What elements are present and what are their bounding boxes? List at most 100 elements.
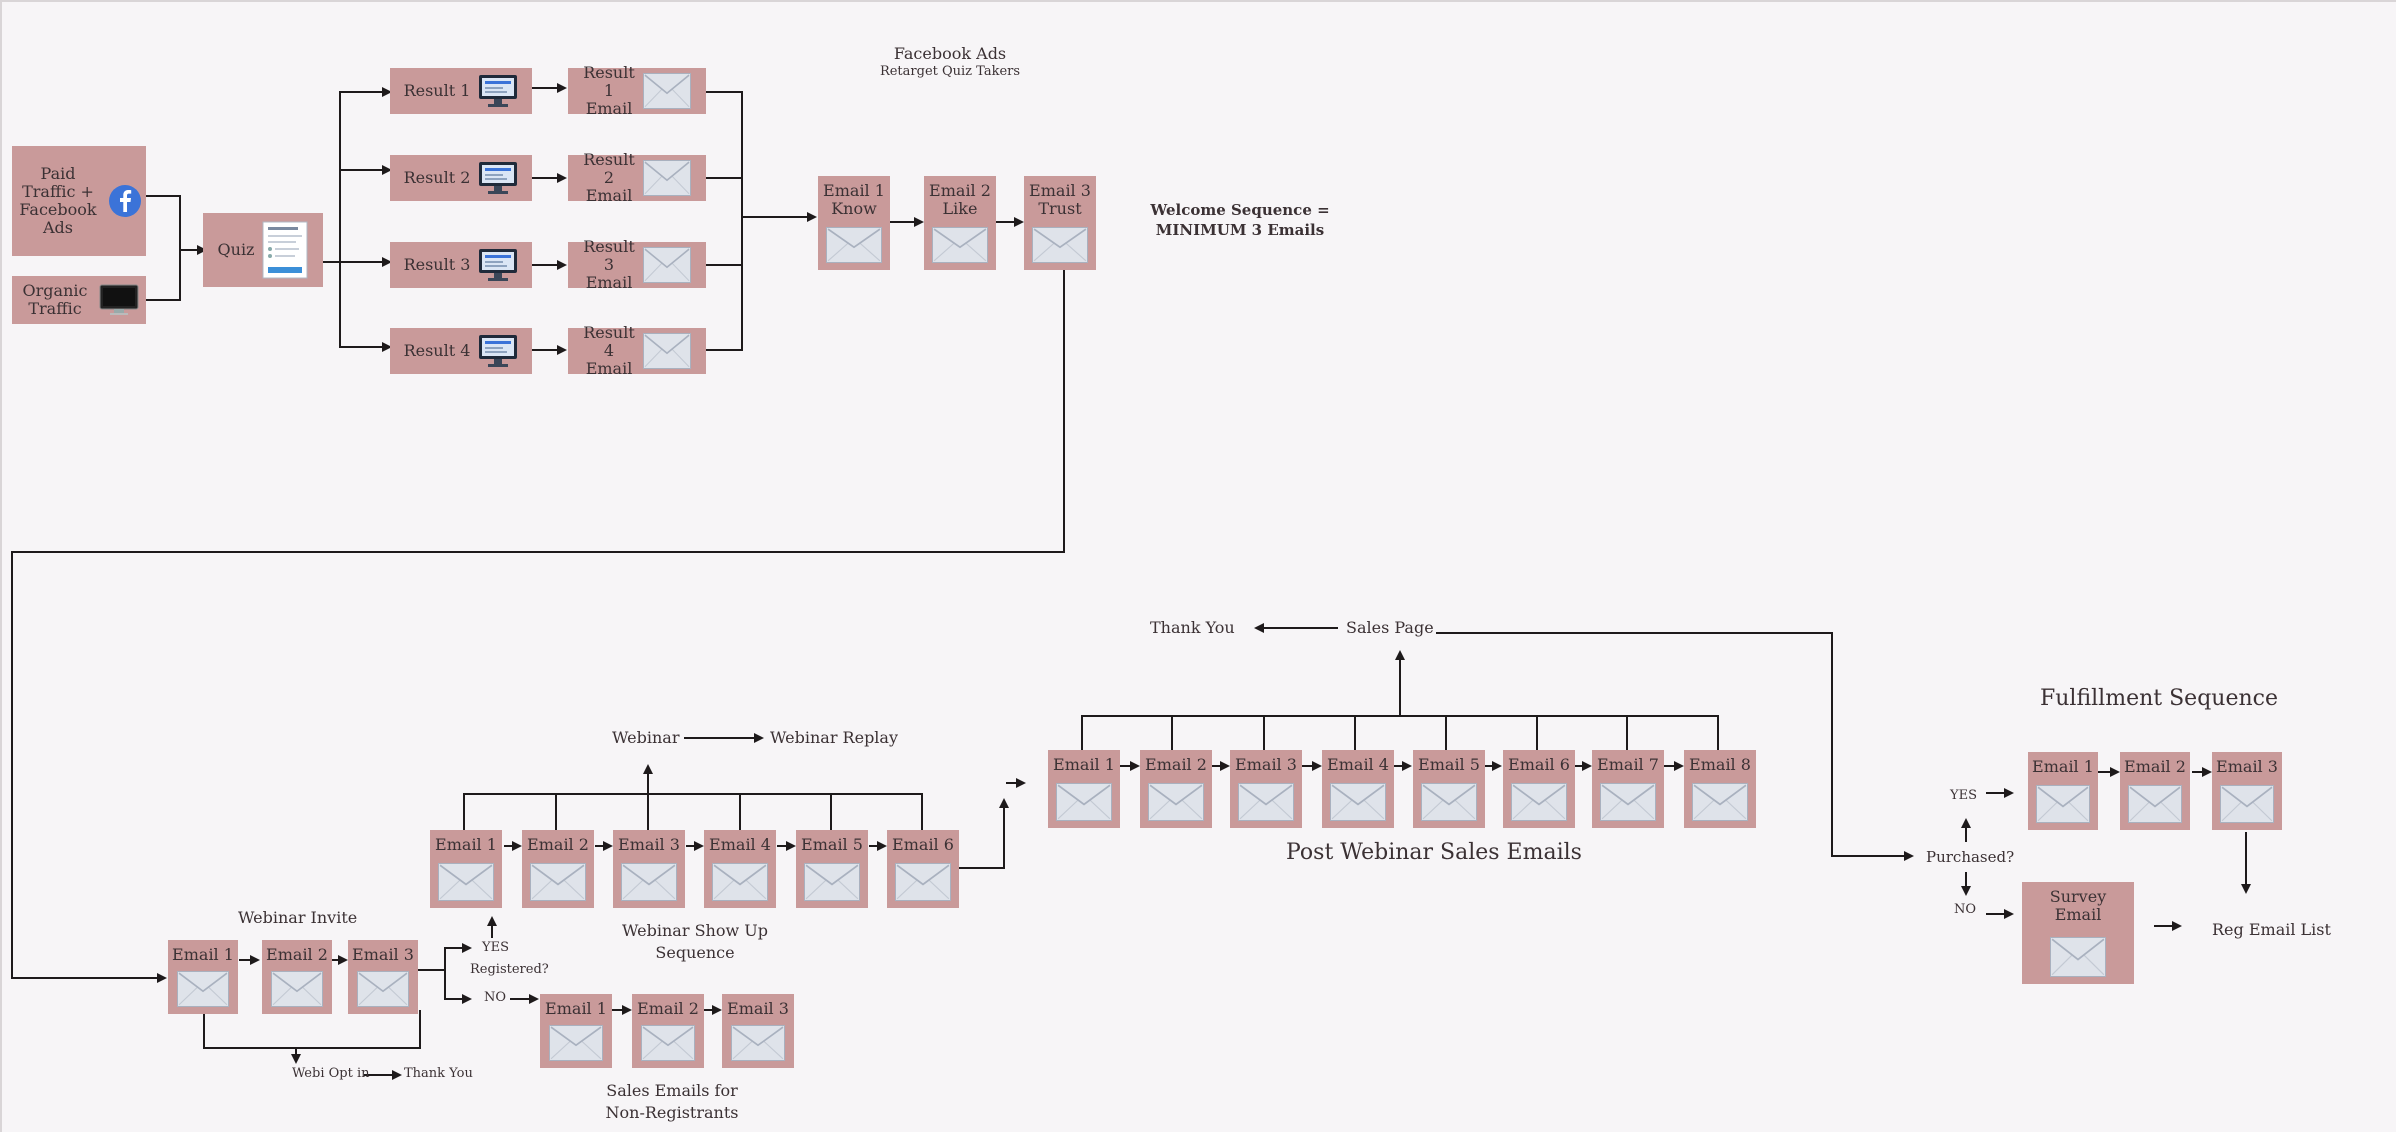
result-email-box: Result 4 Email (568, 324, 706, 378)
organic-traffic-label: Organic Traffic (22, 281, 88, 318)
welcome-sequence-note: Welcome Sequence = MINIMUM 3 Emails (1150, 201, 1330, 239)
invite-email-box-label: Email 3 (352, 945, 414, 964)
non-registrants-title: Sales Emails for Non-Registrants (605, 1081, 739, 1122)
post-webinar-email-box-label: Email 2 (1145, 755, 1207, 774)
post-webinar-email-box-label: Email 8 (1689, 755, 1751, 774)
facebook-ads-subtitle: Retarget Quiz Takers (879, 64, 1021, 79)
result-box: Result 1 (390, 68, 532, 114)
result-email-box-label: Result 1 Email (583, 63, 635, 118)
non-registrant-email-box: Email 3 (722, 994, 794, 1068)
show-up-email-box: Email 4 (704, 830, 776, 908)
post-webinar-email-box: Email 6 (1503, 750, 1575, 828)
survey-email-box: Survey Email (2022, 882, 2134, 984)
monitor-icon (479, 335, 518, 367)
envelope-icon (1692, 783, 1748, 821)
fulfillment-email-box-label: Email 1 (2032, 757, 2094, 776)
welcome-email-box-label: Email 3 Trust (1029, 181, 1091, 218)
survey-email-box-label: Survey Email (2049, 887, 2107, 924)
left-border (0, 0, 2, 1132)
show-up-email-box-label: Email 4 (709, 835, 771, 854)
non-registrant-email-box: Email 1 (540, 994, 612, 1068)
show-up-sequence-title: Webinar Show Up Sequence (622, 921, 768, 962)
show-up-email-box-label: Email 2 (527, 835, 589, 854)
imac-icon (99, 284, 139, 315)
envelope-icon (641, 1025, 695, 1061)
show-up-email-box-label: Email 5 (801, 835, 863, 854)
result-box: Result 4 (390, 328, 532, 374)
welcome-email-box-label: Email 2 Like (929, 181, 991, 218)
registered-no-label: NO (484, 990, 507, 1005)
envelope-icon (530, 863, 586, 901)
envelope-icon (438, 863, 494, 901)
envelope-icon (895, 863, 951, 901)
fulfillment-email-box: Email 2 (2120, 752, 2190, 830)
envelope-icon (549, 1025, 603, 1061)
fulfillment-email-box: Email 3 (2212, 752, 2282, 830)
monitor-icon (479, 162, 518, 194)
result-box: Result 2 (390, 155, 532, 201)
post-webinar-email-box-label: Email 5 (1418, 755, 1480, 774)
envelope-icon (1511, 783, 1567, 821)
paid-traffic-box: Paid Traffic + Facebook Ads (12, 146, 146, 256)
envelope-icon (712, 863, 768, 901)
result-email-box: Result 3 Email (568, 238, 706, 292)
envelope-icon (271, 971, 323, 1007)
invite-email-box: Email 1 (168, 940, 238, 1014)
result-email-box-label: Result 2 Email (583, 150, 635, 205)
show-up-email-box: Email 5 (796, 830, 868, 908)
envelope-icon (1032, 227, 1088, 263)
invite-email-box: Email 2 (262, 940, 332, 1014)
webinar-replay-label: Webinar Replay (770, 728, 898, 747)
envelope-icon (2050, 937, 2106, 977)
welcome-email-box-label: Email 1 Know (823, 181, 885, 218)
post-webinar-email-box: Email 4 (1322, 750, 1394, 828)
envelope-icon (1148, 783, 1204, 821)
webinar-invite-title: Webinar Invite (238, 908, 358, 927)
sales-page-label: Sales Page (1346, 618, 1434, 637)
fulfillment-email-box-label: Email 3 (2216, 757, 2278, 776)
invite-email-box-label: Email 2 (266, 945, 328, 964)
monitor-icon (479, 249, 518, 281)
show-up-email-box: Email 6 (887, 830, 959, 908)
result-label: Result 3 (403, 255, 471, 274)
reg-email-list-label: Reg Email List (2212, 920, 2331, 939)
non-registrant-email-box-label: Email 3 (727, 999, 789, 1018)
paid-traffic-label: Paid Traffic + Facebook Ads (19, 164, 97, 237)
envelope-icon (804, 863, 860, 901)
envelope-icon (357, 971, 409, 1007)
post-webinar-email-box: Email 2 (1140, 750, 1212, 828)
quiz-label: Quiz (217, 240, 255, 259)
registered-yes-label: YES (482, 940, 509, 955)
result-label: Result 1 (403, 81, 471, 100)
quiz-form-icon (262, 221, 308, 279)
result-email-box: Result 1 Email (568, 64, 706, 118)
show-up-email-box: Email 2 (522, 830, 594, 908)
result-email-box: Result 2 Email (568, 151, 706, 205)
post-webinar-email-box-label: Email 6 (1508, 755, 1570, 774)
monitor-icon (479, 75, 518, 107)
show-up-email-box-label: Email 6 (892, 835, 954, 854)
post-webinar-email-box: Email 7 (1592, 750, 1664, 828)
organic-traffic-box: Organic Traffic (12, 276, 146, 324)
sales-thank-you-label: Thank You (1150, 618, 1235, 637)
result-email-box-label: Result 3 Email (583, 237, 635, 292)
envelope-icon (1330, 783, 1386, 821)
show-up-email-box-label: Email 3 (618, 835, 680, 854)
envelope-icon (643, 247, 691, 283)
envelope-icon (731, 1025, 785, 1061)
envelope-icon (2220, 785, 2274, 823)
envelope-icon (932, 227, 988, 263)
purchased-question: Purchased? (1926, 848, 2015, 866)
facebook-icon (109, 185, 141, 217)
fulfillment-title: Fulfillment Sequence (2040, 686, 2278, 711)
quiz-box: Quiz (203, 213, 323, 287)
post-webinar-email-box: Email 1 (1048, 750, 1120, 828)
envelope-icon (643, 333, 691, 369)
post-webinar-title: Post Webinar Sales Emails (1286, 840, 1582, 865)
post-webinar-email-box-label: Email 1 (1053, 755, 1115, 774)
envelope-icon (1600, 783, 1656, 821)
envelope-icon (643, 73, 691, 109)
envelope-icon (1238, 783, 1294, 821)
welcome-email-box: Email 1 Know (818, 176, 890, 270)
